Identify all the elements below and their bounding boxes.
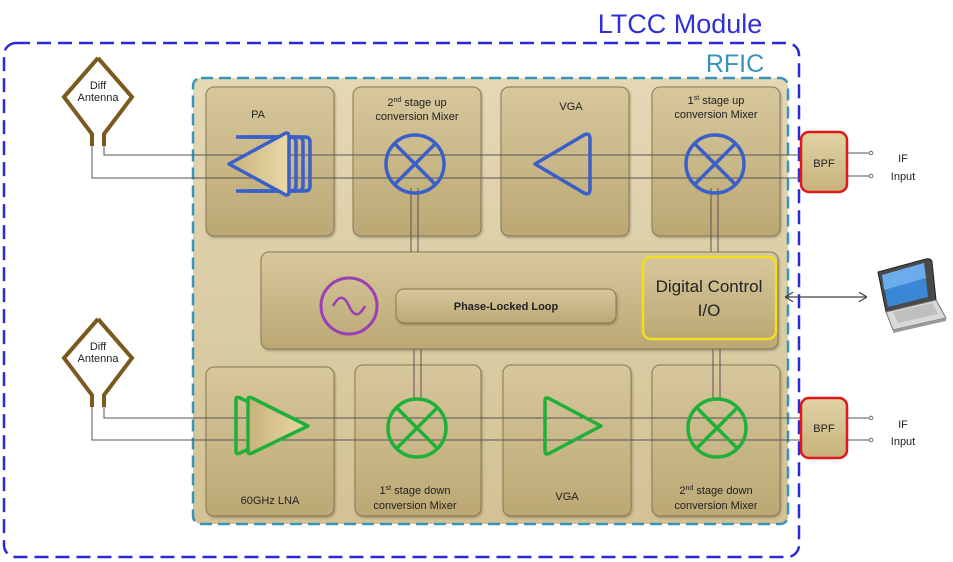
rx-mixer2-icon [686, 397, 748, 459]
tx-vga-block [500, 86, 630, 237]
tx-if-label-line2: Input [891, 171, 915, 183]
tx-mixer2-label-line1: 2nd stage up [387, 97, 446, 109]
tx-mixer1-label-line2: conversion Mixer [674, 109, 757, 121]
rx-mixer1-icon [386, 397, 448, 459]
pa-label: PA [251, 109, 266, 121]
rx-vga-amplifier-icon [543, 396, 603, 456]
tx-chain: PA 2nd stage up conversion Mixer VGA 1st… [205, 86, 781, 237]
laptop-icon [877, 258, 947, 333]
tx-mixer2-label-line2: conversion Mixer [375, 111, 458, 123]
tx-vga-amplifier-icon [533, 132, 592, 196]
tx-bpf-label: BPF [813, 158, 835, 170]
pll-label: Phase-Locked Loop [454, 301, 559, 313]
if-terminals [868, 150, 874, 443]
rx-antenna: Diff Antenna [61, 317, 135, 407]
rx-bpf-label: BPF [813, 423, 835, 435]
rx-signal-lines [91, 405, 870, 441]
tx-if-label-line1: IF [898, 153, 908, 165]
tx-antenna: Diff Antenna [61, 56, 135, 146]
rx-mixer2-label-line2: conversion Mixer [674, 500, 757, 512]
tx-mixer1-icon [684, 133, 746, 195]
tx-vga-label: VGA [559, 101, 583, 113]
rx-antenna-label-line2: Antenna [78, 353, 120, 365]
rx-if-label-line1: IF [898, 419, 908, 431]
tx-mixer1-label-line1: 1st stage up [688, 95, 745, 107]
pll-box [395, 288, 617, 324]
digital-control-box [641, 255, 778, 341]
sine-oscillator-icon [319, 276, 379, 336]
lna-label: 60GHz LNA [241, 495, 300, 507]
digital-control-label-line2: I/O [698, 301, 721, 320]
tx-signal-lines [91, 144, 870, 179]
rx-mixer1-label-line1: 1st stage down [380, 485, 451, 497]
tx-antenna-label-line2: Antenna [78, 92, 120, 104]
rx-if-label-line2: Input [891, 436, 915, 448]
rx-vga-label: VGA [555, 491, 579, 503]
rx-bpf: BPF [799, 396, 849, 460]
digital-control-label-line1: Digital Control [656, 277, 763, 296]
rx-mixer2-label-line1: 2nd stage down [679, 485, 752, 497]
lna-amplifier-icon [234, 395, 310, 456]
lo-lines [410, 188, 721, 400]
tx-bpf: BPF [799, 130, 849, 194]
tx-antenna-label-line1: Diff [90, 80, 107, 92]
ltcc-module-label: LTCC Module [598, 9, 763, 39]
rx-antenna-label-line1: Diff [90, 341, 107, 353]
rx-mixer1-label-line2: conversion Mixer [373, 500, 456, 512]
pa-amplifier-icon [227, 131, 312, 197]
tx-mixer2-icon [384, 133, 446, 195]
rfic-label: RFIC [706, 50, 764, 78]
